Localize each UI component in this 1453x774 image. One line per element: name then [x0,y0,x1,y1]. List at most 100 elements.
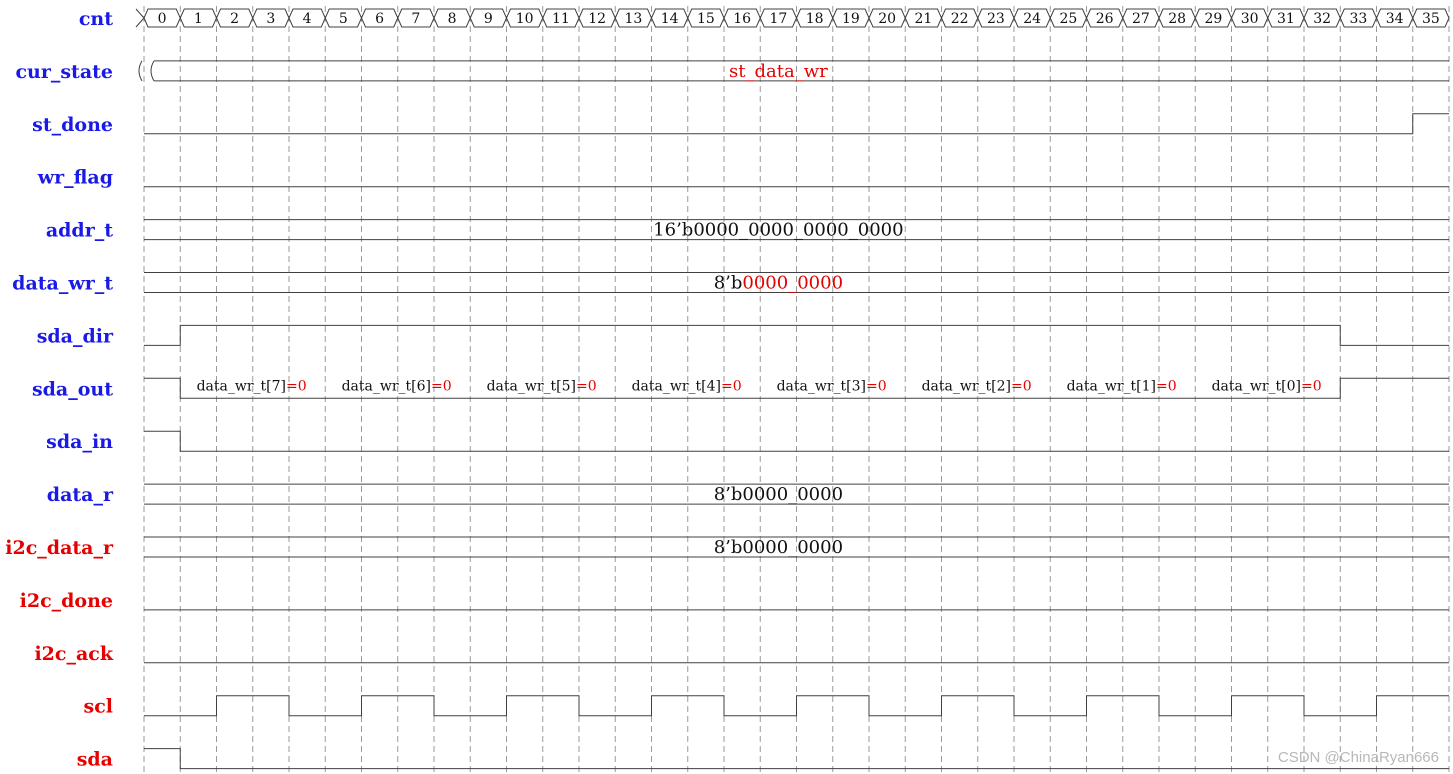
cur_state-bus: st_data_wr [138,60,1449,82]
bit-name: data_wr_t[1] [1067,378,1156,394]
signal-label-addr_t: addr_t [46,220,113,242]
cnt-value: 31 [1277,11,1295,27]
i2c_data_r-value: 8’b0000_0000 [714,537,843,558]
signal-labels: cnt cur_state st_done wr_flag addr_t data_wr_… [5,8,114,771]
cnt-value: 17 [769,11,787,27]
data_wr_t-bus: 8’b0000_0000 [144,272,1449,294]
bit-name: data_wr_t[2] [922,378,1011,394]
signal-label-i2c_data_r: i2c_data_r [5,537,114,559]
cnt-value: 26 [1096,11,1114,27]
cnt-value: 12 [588,11,606,27]
sda-out-bit-label: data_wr_t[7]=0 [197,378,307,394]
signal-label-cnt: cnt [79,8,113,30]
st_done-trace [144,113,1449,135]
data_wr_t-value-part: 0000_0000 [742,273,843,294]
signal-label-sda_in: sda_in [46,431,113,453]
sda_out-trace [144,377,1449,399]
bit-name: data_wr_t[3] [777,378,866,394]
cnt-value: 15 [697,11,715,27]
cur_state-value-part: st_data_wr [729,61,828,82]
cnt-value: 25 [1059,11,1077,27]
cnt-value: 7 [411,11,420,27]
cnt-value: 22 [951,11,969,27]
sda-trace [144,748,1449,770]
bit-name: data_wr_t[5] [487,378,576,394]
sda_in-trace [144,430,1449,452]
data_r-value: 8’b0000_0000 [714,484,843,505]
cnt-value: 10 [516,11,534,27]
cnt-value: 27 [1132,11,1150,27]
bit-name: data_wr_t[6] [342,378,431,394]
addr_t-value-part: 16’b0000_0000_0000_0000 [653,220,903,241]
data_wr_t-value-part: 8’b [714,273,743,294]
cnt-value: 21 [914,11,932,27]
signal-label-st_done: st_done [32,114,113,136]
cnt-value: 19 [842,11,860,27]
cnt-value: 0 [158,11,167,27]
bit-name: data_wr_t[0] [1212,378,1301,394]
bit-value: =0 [431,378,452,394]
bit-value: =0 [1301,378,1322,394]
cnt-value: 30 [1241,11,1259,27]
cnt-value: 9 [484,11,493,27]
cnt-value: 23 [987,11,1005,27]
cnt-value: 13 [624,11,642,27]
signal-label-sda_out: sda_out [32,378,113,400]
cnt-value: 34 [1386,11,1404,27]
cnt-value: 20 [878,11,896,27]
sda-out-bit-label: data_wr_t[3]=0 [777,378,887,394]
data_r-value-part: 8’b0000_0000 [714,484,843,505]
cnt-value: 11 [552,11,570,27]
cnt-value: 5 [339,11,348,27]
addr_t-value: 16’b0000_0000_0000_0000 [653,220,903,241]
signal-label-data_r: data_r [47,484,114,506]
sda-out-bit-label: data_wr_t[5]=0 [487,378,597,394]
sda-out-bit-label: data_wr_t[1]=0 [1067,378,1177,394]
data_wr_t-value: 8’b0000_0000 [714,273,843,294]
cnt-value: 18 [806,11,824,27]
sda_dir-trace [144,324,1449,346]
signal-label-cur_state: cur_state [15,61,113,83]
signal-label-sda: sda [77,749,113,771]
bit-value: =0 [1011,378,1032,394]
cnt-value: 4 [303,11,312,27]
sda-out-bit-label: data_wr_t[2]=0 [922,378,1032,394]
bit-value: =0 [1156,378,1177,394]
cnt-value: 3 [266,11,275,27]
signal-label-scl: scl [84,696,113,718]
signal-label-data_wr_t: data_wr_t [12,273,113,295]
i2c_data_r-bus: 8’b0000_0000 [144,536,1449,558]
cnt-value: 24 [1023,11,1041,27]
bit-value: =0 [721,378,742,394]
addr_t-bus: 16’b0000_0000_0000_0000 [144,219,1449,241]
sda-out-bit-label: data_wr_t[0]=0 [1212,378,1322,394]
cnt-value: 14 [661,11,679,27]
cur_state-value: st_data_wr [729,61,828,82]
cnt-value: 28 [1168,11,1186,27]
watermark-text: CSDN @ChinaRyan666 [1277,749,1439,766]
i2c_data_r-value-part: 8’b0000_0000 [714,537,843,558]
signal-label-wr_flag: wr_flag [37,167,113,189]
scl-trace [144,695,1449,717]
cnt-value: 8 [448,11,457,27]
signal-label-i2c_ack: i2c_ack [34,643,113,665]
cnt-value: 32 [1313,11,1331,27]
cnt-value: 33 [1349,11,1367,27]
bit-name: data_wr_t[4] [632,378,721,394]
bit-value: =0 [576,378,597,394]
cnt-value: 35 [1422,11,1440,27]
signal-label-i2c_done: i2c_done [20,590,113,612]
cnt-value: 6 [375,11,384,27]
sda-out-bit-label: data_wr_t[4]=0 [632,378,742,394]
cnt-value: 16 [733,11,751,27]
cnt-cell [1412,8,1450,28]
signal-label-sda_dir: sda_dir [37,325,114,347]
cnt-value: 2 [230,11,239,27]
bit-value: =0 [866,378,887,394]
cnt-value: 1 [194,11,203,27]
sda-out-bit-label: data_wr_t[6]=0 [342,378,452,394]
cnt-value: 29 [1204,11,1222,27]
data_r-bus: 8’b0000_0000 [144,483,1449,505]
